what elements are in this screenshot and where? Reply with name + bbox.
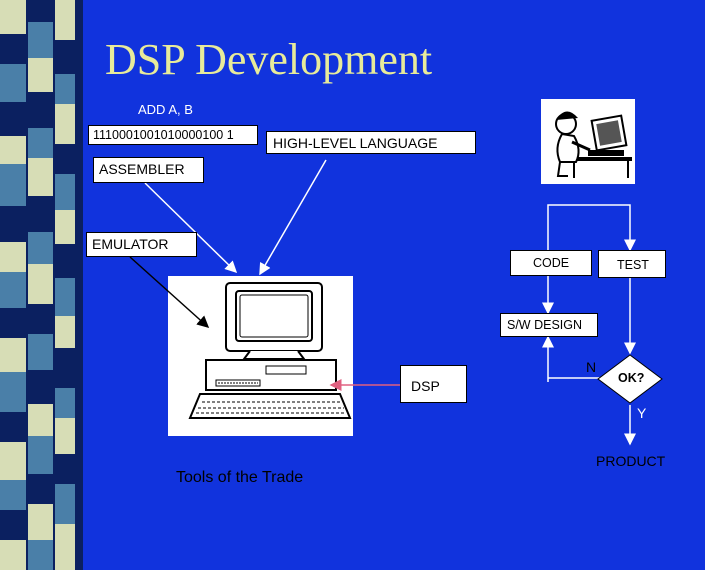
ok-label: OK? xyxy=(618,371,645,385)
arrow-assembler-to-computer xyxy=(144,182,238,274)
slide-title: DSP Development xyxy=(105,35,433,84)
sw-design-box: S/W DESIGN xyxy=(500,313,598,337)
person-at-computer-icon xyxy=(541,99,635,184)
ok-decision-diamond xyxy=(597,354,663,404)
assembler-box: ASSEMBLER xyxy=(93,157,204,183)
yes-branch-label: Y xyxy=(637,405,647,421)
add-instruction-label: ADD A, B xyxy=(138,102,193,117)
dsp-box: DSP xyxy=(400,365,467,403)
product-label: PRODUCT xyxy=(596,453,666,469)
high-level-language-box: HIGH-LEVEL LANGUAGE xyxy=(266,131,476,154)
emulator-box: EMULATOR xyxy=(86,232,197,257)
arrow-hll-to-computer xyxy=(259,159,327,276)
arrow-emulator-to-computer xyxy=(129,256,210,329)
flow-loop-lines xyxy=(542,204,636,446)
test-box: TEST xyxy=(598,250,666,278)
binary-code-box: 1110001001010000100 1 xyxy=(88,125,258,145)
no-branch-label: N xyxy=(586,359,597,375)
code-box: CODE xyxy=(510,250,592,276)
decorative-stripe xyxy=(0,0,83,570)
computer-workstation-icon xyxy=(168,276,353,436)
tools-of-the-trade-caption: Tools of the Trade xyxy=(176,469,304,486)
